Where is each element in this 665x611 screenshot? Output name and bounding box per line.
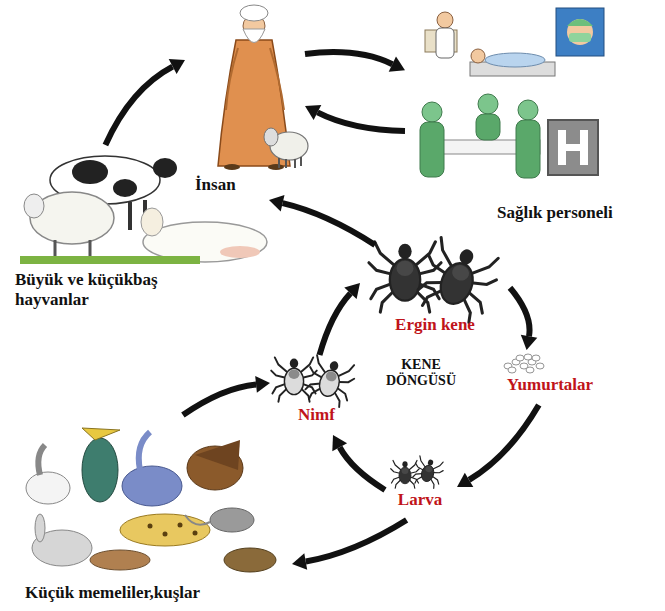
figure-label: Larva: [385, 490, 455, 510]
cycle-arrow: [305, 52, 405, 72]
arrow-head: [332, 435, 347, 451]
arrow-line: [469, 405, 539, 480]
arrow-line: [283, 203, 375, 245]
arrow-head: [255, 376, 270, 393]
cycle-arrow: [105, 59, 185, 145]
arrow-head: [521, 335, 538, 350]
figure-node: Büyük ve küçükbaş hayvanlar: [10, 145, 275, 325]
arrow-line: [510, 288, 530, 336]
figure-node: Sağlık personeli: [405, 5, 660, 230]
figure-node: Yumurtalar: [490, 350, 612, 405]
arrow-line: [305, 52, 392, 64]
cycle-arrow: [305, 105, 405, 131]
arrow-line: [320, 293, 351, 355]
sheep-figure: [264, 128, 308, 168]
medical-scene: [420, 8, 604, 178]
figure-node: Nimf: [270, 355, 360, 435]
cycle-arrow: [510, 288, 537, 350]
arrow-line: [183, 384, 256, 415]
arrow-head: [389, 57, 405, 72]
cycle-arrow: [269, 195, 375, 245]
cycle-title: KENE DÖNGÜSÜ: [377, 357, 465, 389]
arrow-head: [269, 195, 285, 211]
larva-ticks: [391, 455, 446, 489]
figure-node: Larva: [385, 460, 457, 520]
adult-ticks: [369, 236, 504, 327]
figure-label: Büyük ve küçükbaş hayvanlar: [15, 270, 205, 309]
arrow-line: [306, 520, 407, 562]
cycle-arrow: [320, 283, 361, 355]
figure-node: Ergin kene: [360, 245, 510, 340]
arrow-head: [344, 283, 360, 299]
cycle-arrow: [332, 435, 385, 490]
figure-label: Ergin kene: [370, 315, 500, 335]
livestock-figures: [20, 156, 267, 264]
cycle-arrow: [183, 376, 270, 415]
small-animals: [26, 428, 276, 572]
cycle-arrow: [292, 520, 407, 570]
figure-label: Yumurtalar: [490, 375, 610, 395]
figure-label: Sağlık personeli: [497, 203, 657, 223]
tick-eggs: [504, 354, 544, 373]
arrow-line: [340, 447, 385, 490]
figure-node: İnsan: [185, 0, 305, 200]
arrow-head: [292, 553, 307, 570]
figure-label: Nimf: [298, 405, 358, 425]
figure-label: İnsan: [195, 175, 295, 195]
arrow-line: [105, 67, 172, 145]
arrow-head: [457, 473, 473, 487]
cycle-arrow: [457, 405, 539, 487]
arrow-line: [318, 112, 406, 131]
nymph-ticks: [271, 354, 357, 409]
arrow-head: [169, 59, 185, 74]
arrow-head: [305, 105, 321, 120]
figure-label: Küçük memeliler,kuşlar: [25, 583, 290, 603]
figure-node: Küçük memeliler,kuşlar: [5, 415, 292, 611]
